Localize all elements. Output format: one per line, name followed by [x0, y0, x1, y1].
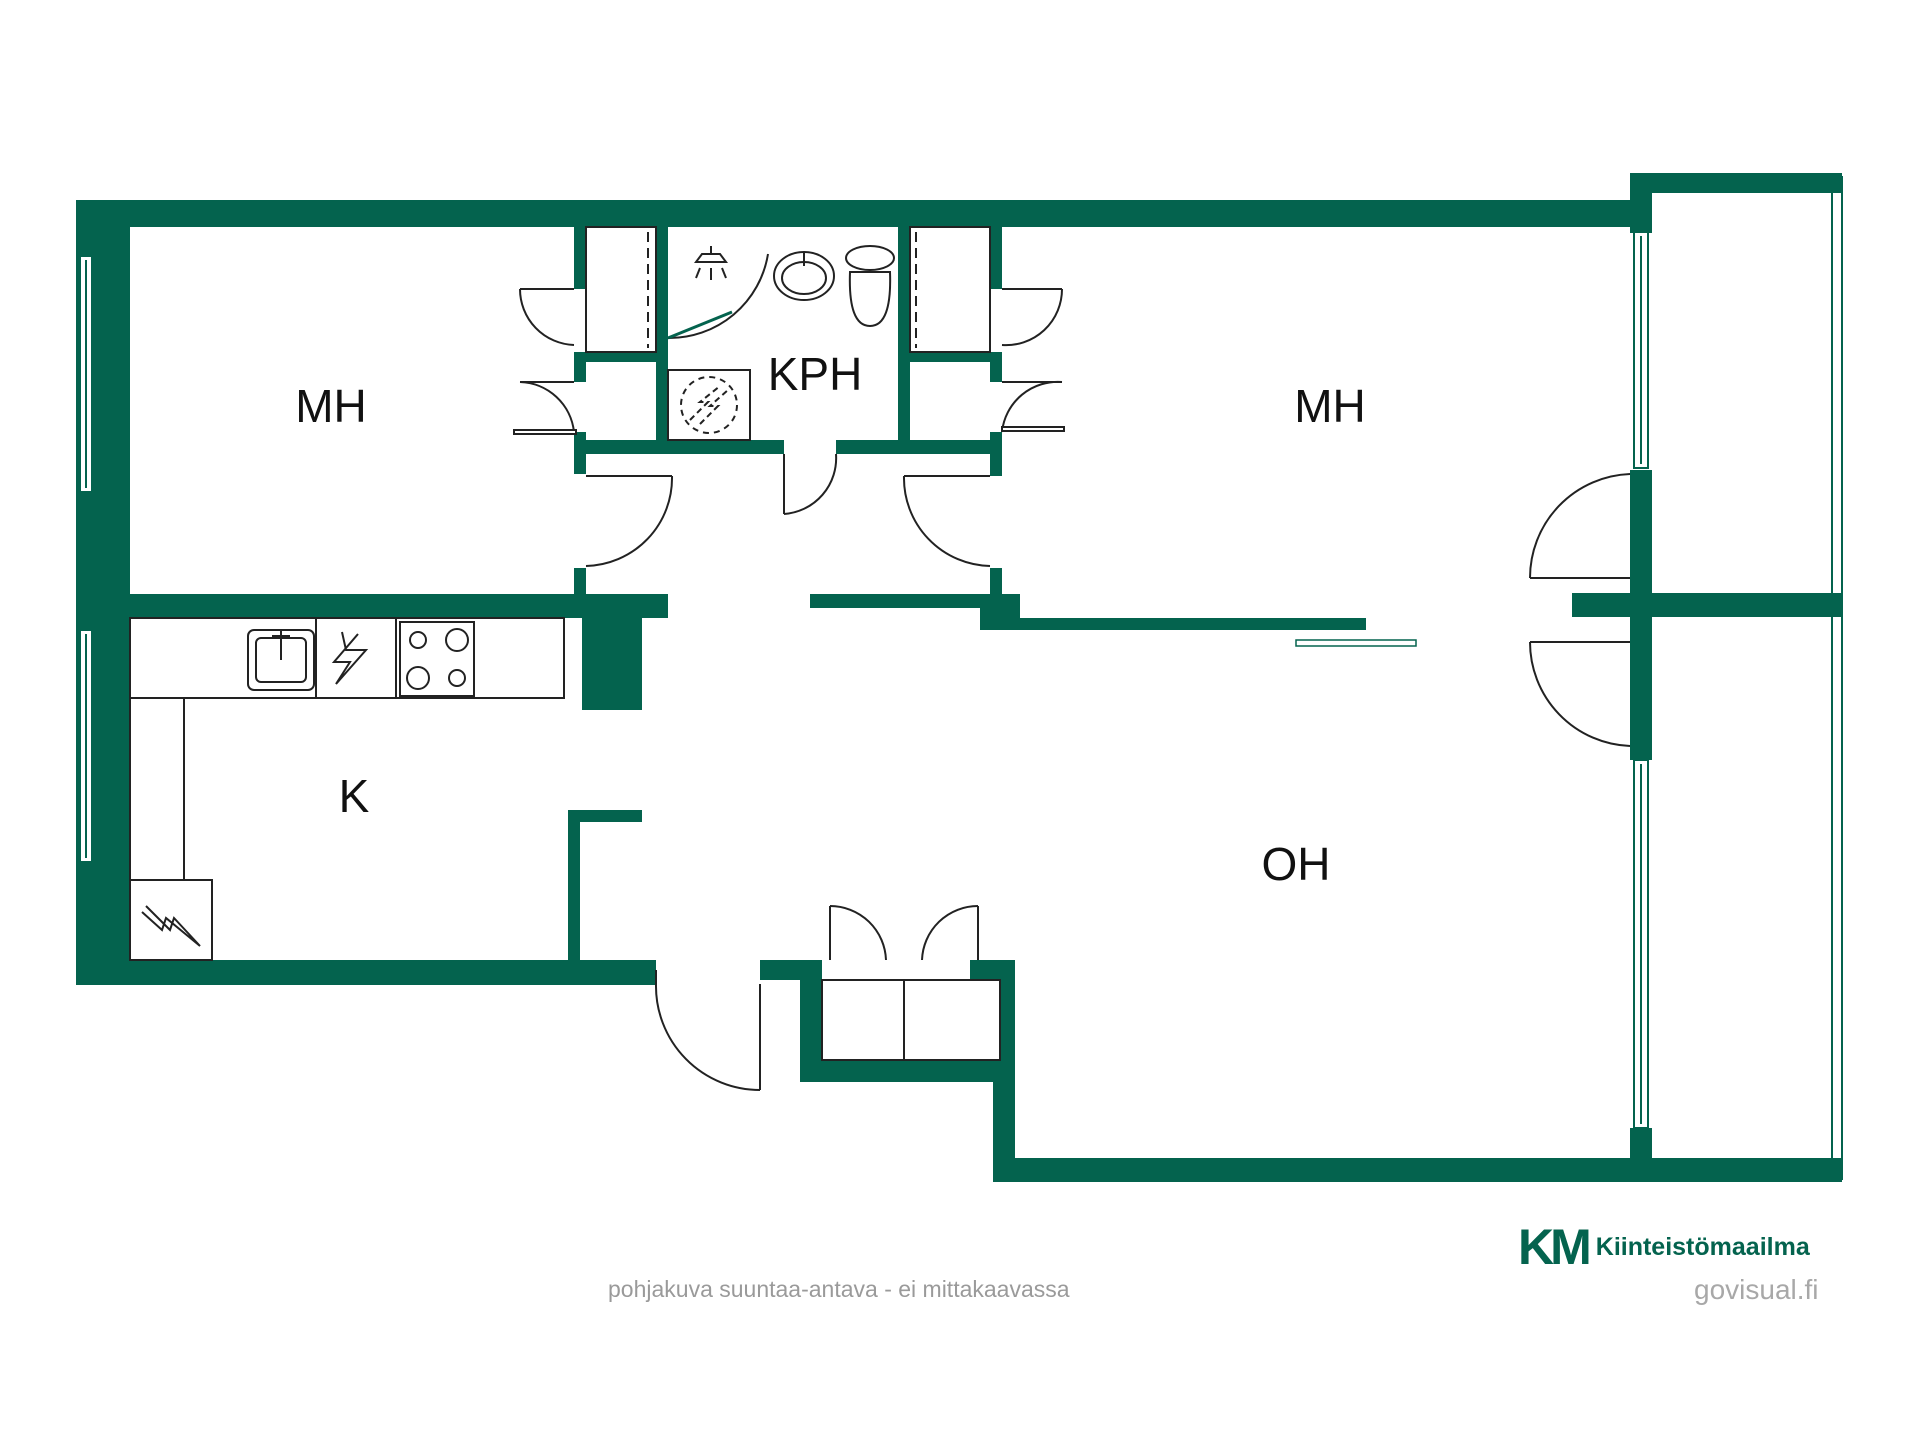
shower-icon: [694, 246, 728, 280]
brand-mark: KM: [1518, 1219, 1592, 1275]
dishwasher-icon: [331, 631, 369, 685]
sink-icon: [773, 251, 835, 301]
bathroom-fixtures: [667, 245, 895, 441]
brand-logo: KM Kiinteistömaailma: [1518, 1218, 1810, 1276]
room-label-bathroom: KPH: [768, 348, 863, 400]
exterior-walls: [76, 173, 1842, 1182]
doors: [513, 288, 1631, 1091]
stove-icon: [399, 621, 475, 697]
kitchen-sink-icon: [247, 629, 315, 691]
credit-text: govisual.fi: [1694, 1274, 1819, 1305]
refrigerator-icon: [129, 879, 213, 961]
room-label-living-room: OH: [1262, 838, 1331, 890]
room-label-bedroom-left: MH: [295, 380, 367, 432]
room-label-bedroom-right: MH: [1294, 380, 1366, 432]
room-label-kitchen: K: [339, 770, 370, 822]
interior-walls: [130, 227, 1366, 1082]
balcony: [1831, 176, 1843, 1180]
washing-machine-icon: [667, 369, 751, 441]
kitchen-fixtures: [129, 617, 565, 961]
disclaimer-note: pohjakuva suuntaa-antava - ei mittakaava…: [608, 1276, 1070, 1302]
room-labels: MH KPH MH K OH: [295, 348, 1366, 890]
closets: [585, 226, 1001, 1061]
brand-name: Kiinteistömaailma: [1595, 1232, 1810, 1261]
toilet-icon: [845, 245, 895, 328]
windows: [79, 231, 1649, 1129]
